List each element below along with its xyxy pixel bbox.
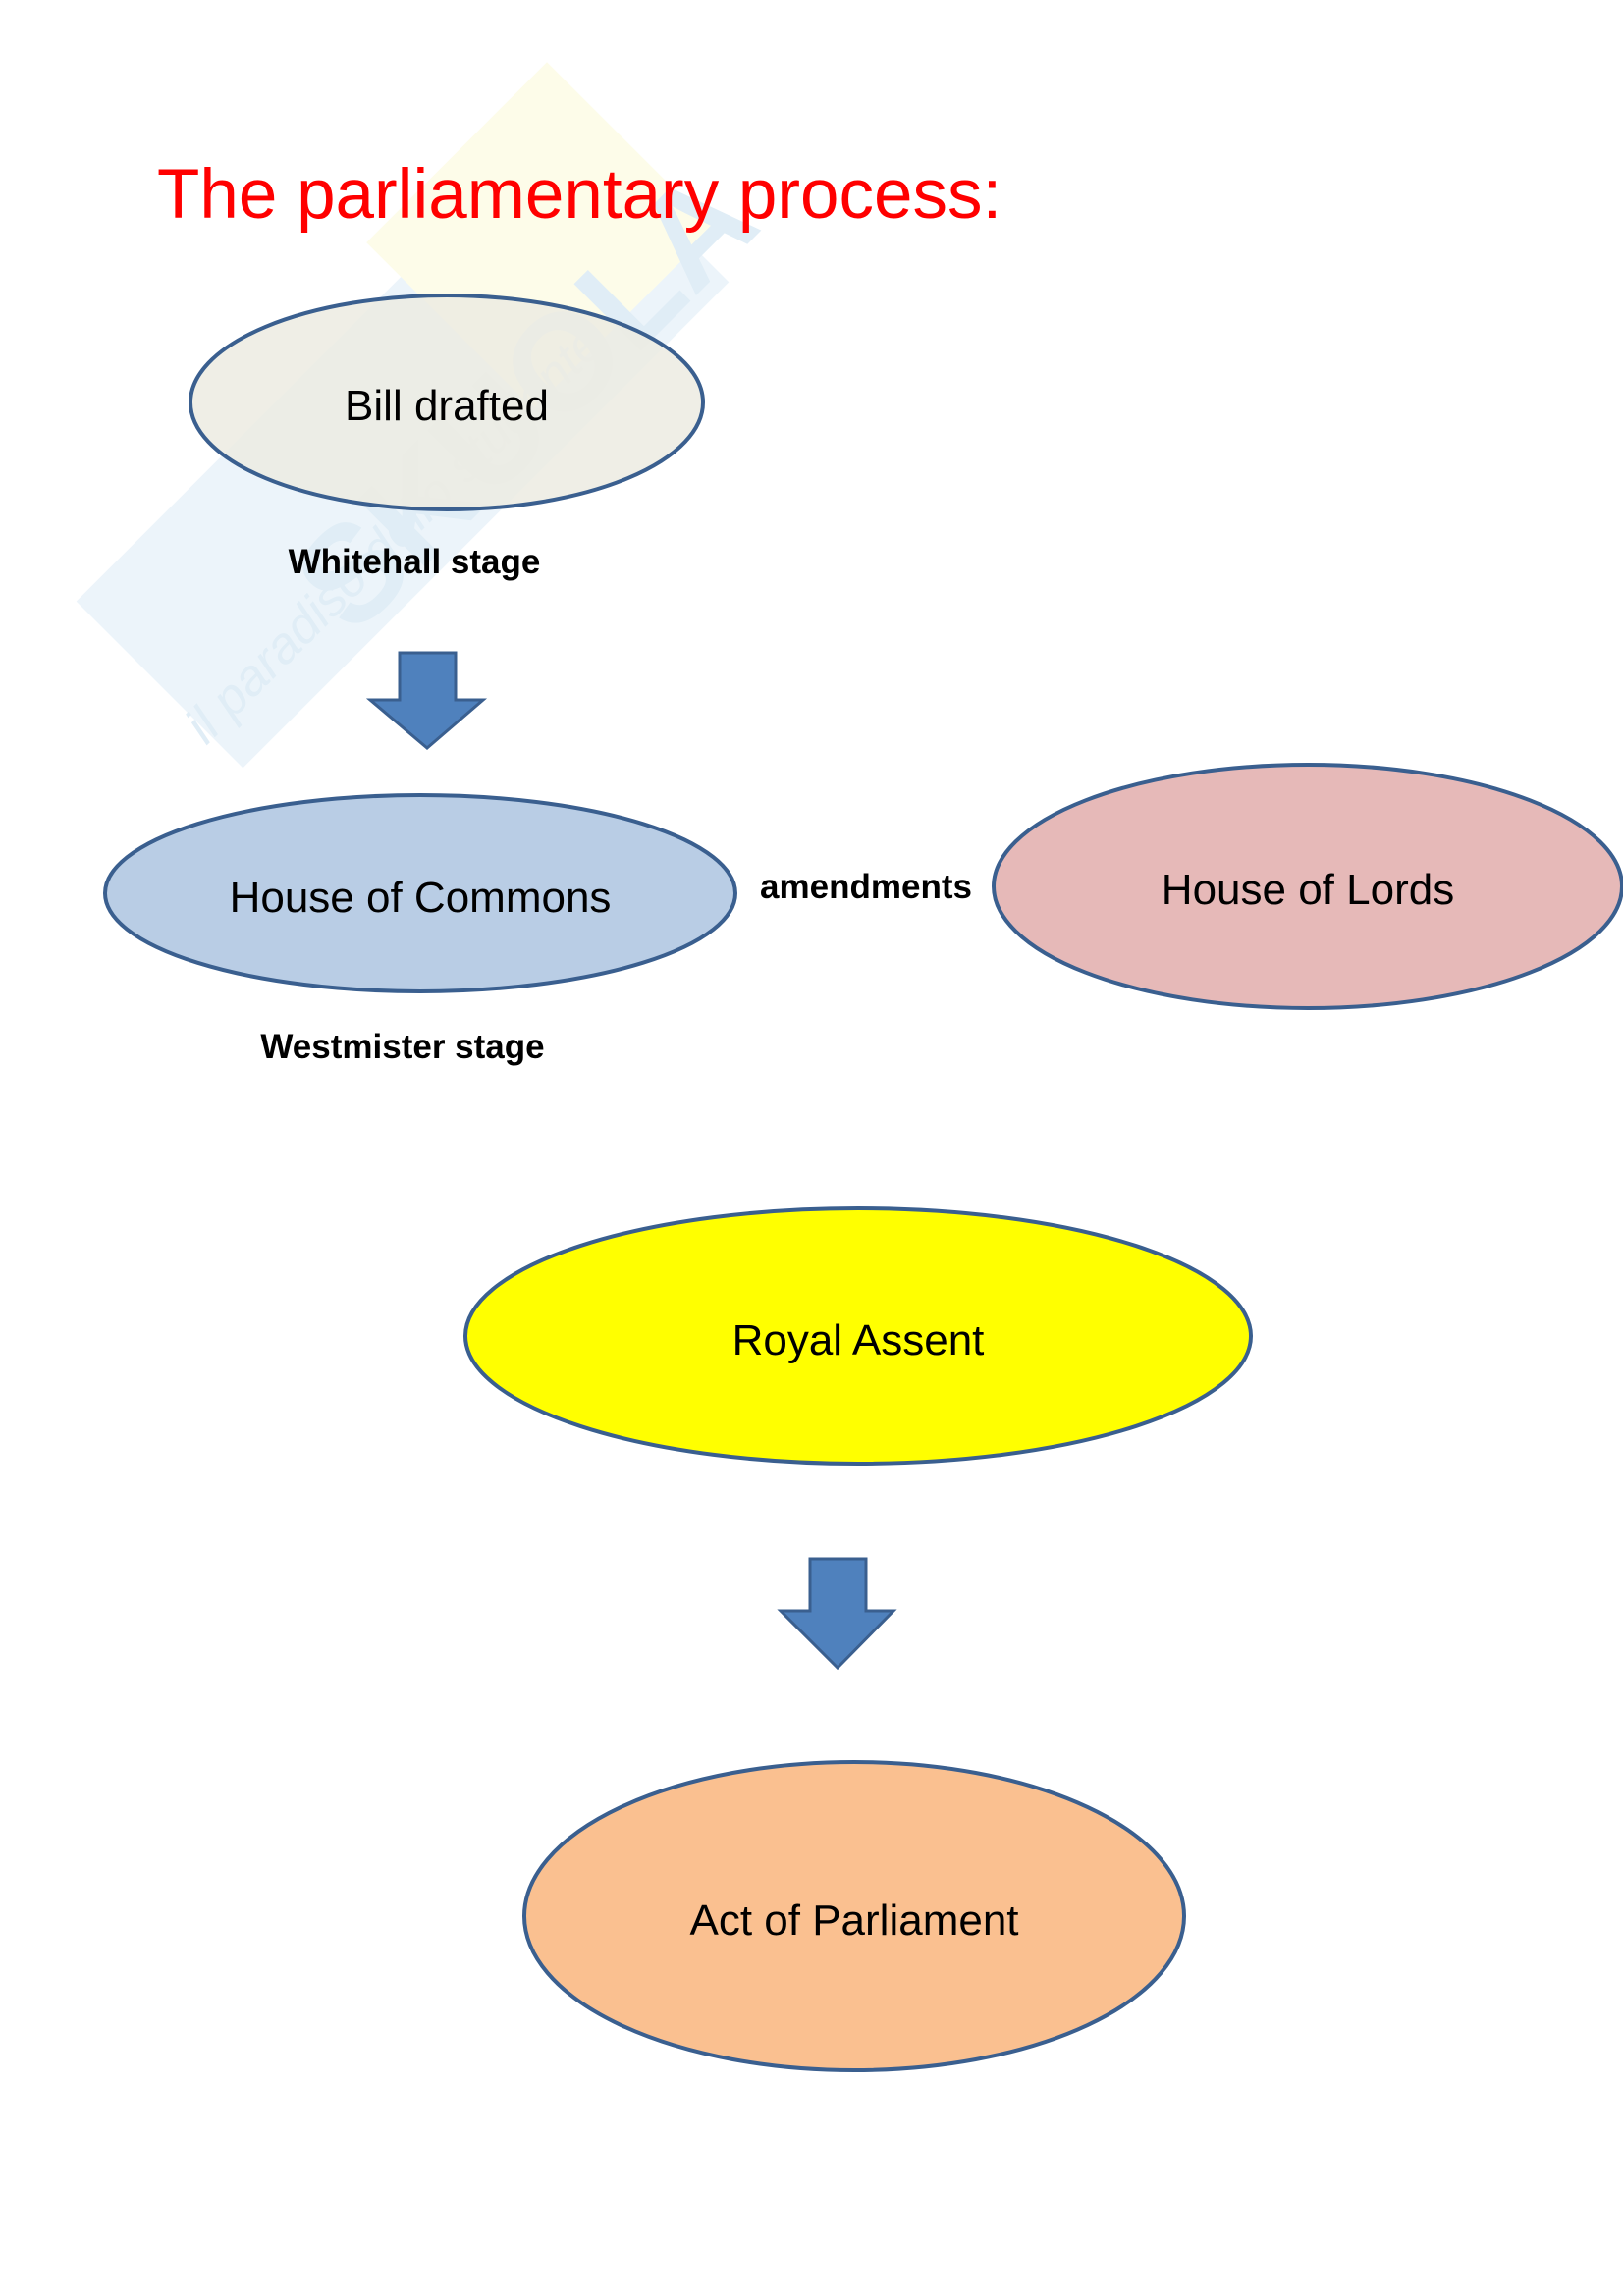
whitehall-stage-label: Whitehall stage [288, 543, 541, 581]
royal-assent-node [463, 1206, 1253, 1466]
down-arrow-icon [365, 651, 488, 750]
house-of-commons-label: House of Commons [229, 874, 612, 922]
act-of-parliament-node [522, 1760, 1186, 2072]
bill-drafted-node [189, 294, 705, 511]
page-title: The parliamentary process: [157, 156, 1002, 234]
royal-assent-label: Royal Assent [731, 1316, 985, 1364]
down-arrow-icon [777, 1557, 897, 1671]
amendments-label: amendments [760, 868, 972, 906]
westminster-stage-label: Westmister stage [260, 1028, 545, 1066]
house-of-lords-node [992, 763, 1623, 1010]
house-of-commons-node [103, 793, 737, 993]
bill-drafted-label: Bill drafted [345, 382, 549, 430]
act-of-parliament-label: Act of Parliament [689, 1896, 1019, 1945]
house-of-lords-label: House of Lords [1161, 866, 1455, 914]
